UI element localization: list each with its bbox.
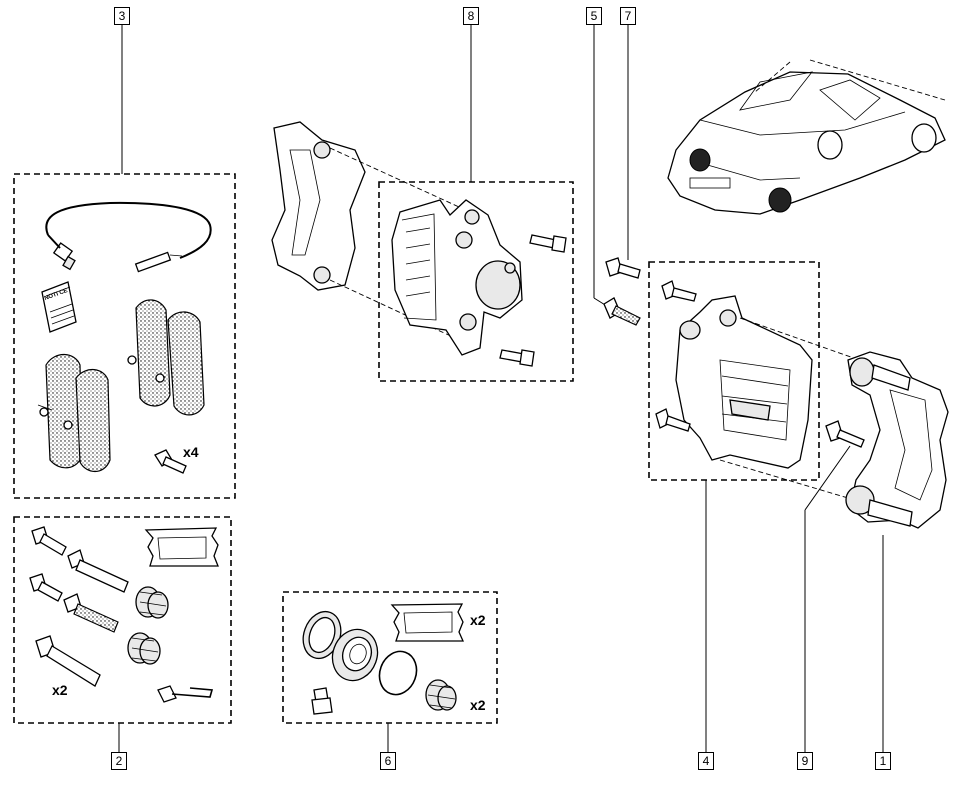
brake-pad-set-left bbox=[37, 353, 111, 473]
bolt-9 bbox=[825, 420, 865, 448]
kit-box-3 bbox=[13, 173, 236, 499]
brake-caliper-body-kit8 bbox=[391, 199, 523, 356]
kit-box-4 bbox=[648, 261, 820, 481]
bleed-screw-5 bbox=[603, 297, 641, 326]
quantity-kit3-bolts: x4 bbox=[183, 444, 199, 460]
callout-6: 6 bbox=[380, 752, 396, 770]
callout-5: 5 bbox=[586, 7, 602, 25]
brake-pad-set-right bbox=[127, 299, 205, 416]
callout-3: 3 bbox=[114, 7, 130, 25]
kit-box-8 bbox=[378, 181, 574, 382]
caliper-bracket-left bbox=[271, 121, 471, 346]
guide-boot-kit6 bbox=[425, 679, 457, 711]
caliper-bolts-kit8 bbox=[499, 234, 567, 367]
piston-dust-boot bbox=[331, 628, 379, 682]
leader-lines bbox=[118, 24, 884, 752]
caliper-bolt-kit3 bbox=[154, 449, 187, 474]
quantity-kit2-guides: x2 bbox=[52, 682, 68, 698]
quantity-kit6-grease: x2 bbox=[470, 612, 486, 628]
callout-1: 1 bbox=[875, 752, 891, 770]
callout-9: 9 bbox=[797, 752, 813, 770]
bleed-nipple bbox=[311, 687, 333, 715]
guide-pin-boots bbox=[127, 586, 169, 665]
circlip-ring bbox=[378, 650, 418, 696]
kit-box-2 bbox=[13, 516, 232, 724]
caliper-body-kit4 bbox=[675, 295, 866, 499]
callout-8: 8 bbox=[463, 7, 479, 25]
bolt-7 bbox=[605, 257, 641, 279]
grease-sachet-kit2 bbox=[144, 527, 219, 567]
bolts-kit4 bbox=[655, 280, 697, 432]
instruction-booklet-icon bbox=[41, 281, 77, 333]
callout-4: 4 bbox=[698, 752, 714, 770]
car-illustration bbox=[667, 59, 946, 215]
caliper-bracket-1 bbox=[845, 351, 949, 529]
kit-box-6 bbox=[282, 591, 498, 724]
quantity-kit6-boot: x2 bbox=[470, 697, 486, 713]
wear-sensor-cable bbox=[45, 201, 212, 273]
callout-7: 7 bbox=[620, 7, 636, 25]
grease-sachet-kit6 bbox=[390, 603, 465, 642]
piston-seal-ring bbox=[302, 610, 342, 660]
guide-pin-bolts bbox=[29, 526, 129, 687]
retaining-clip bbox=[157, 685, 214, 703]
callout-2: 2 bbox=[111, 752, 127, 770]
